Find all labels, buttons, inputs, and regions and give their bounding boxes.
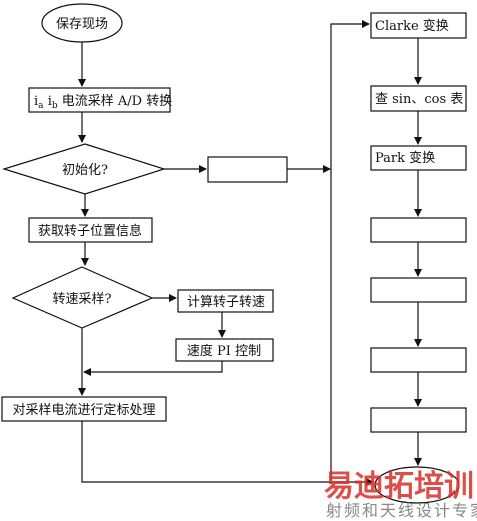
calc-speed-node: 计算转子转速 — [177, 289, 274, 313]
right-box-5-node — [370, 277, 467, 303]
middle-empty-node — [207, 156, 288, 183]
end-node — [374, 466, 460, 504]
calc-speed-label: 计算转子转速 — [187, 295, 265, 310]
edge-bus-to-clarke — [330, 20, 370, 480]
rotor-position-node: 获取转子位置信息 — [28, 217, 153, 243]
save-scene-node: 保存现场 — [41, 3, 123, 43]
right-box-4-node — [370, 217, 467, 243]
right-box-7-node — [370, 407, 467, 433]
clarke-label: Clarke 变换 — [375, 18, 449, 34]
init-decision-label: 初始化? — [62, 163, 108, 178]
adc-label: ia ib 电流采样 A/D 转换 — [34, 94, 172, 111]
speed-sample-decision-label: 转速采样? — [53, 292, 112, 307]
right-box-6-node — [370, 347, 467, 373]
lookup-node: 查 sin、cos 表 — [370, 85, 467, 112]
park-node: Park 变换 — [370, 145, 467, 171]
adc-node: ia ib 电流采样 A/D 转换 — [28, 87, 172, 113]
init-decision-node: 初始化? — [1, 143, 166, 195]
edge-pi-return — [83, 361, 223, 376]
calibrate-label: 对采样电流进行定标处理 — [12, 403, 155, 418]
watermark-slogan: 射频和天线设计专家 — [326, 501, 477, 520]
calibrate-node: 对采样电流进行定标处理 — [1, 396, 167, 422]
speed-pi-node: 速度 PI 控制 — [175, 338, 274, 362]
edge-calibrate-to-end — [81, 421, 374, 486]
lookup-label: 查 sin、cos 表 — [375, 92, 463, 107]
watermark: 易迪拓培训 射频和天线设计专家 — [324, 469, 477, 520]
clarke-node: Clarke 变换 — [370, 12, 467, 39]
save-scene-label: 保存现场 — [56, 17, 108, 32]
rotor-position-label: 获取转子位置信息 — [38, 223, 142, 239]
watermark-brand: 易迪拓培训 — [324, 469, 474, 504]
speed-pi-label: 速度 PI 控制 — [187, 343, 261, 359]
park-label: Park 变换 — [375, 150, 435, 166]
speed-sample-decision-node: 转速采样? — [11, 266, 154, 329]
